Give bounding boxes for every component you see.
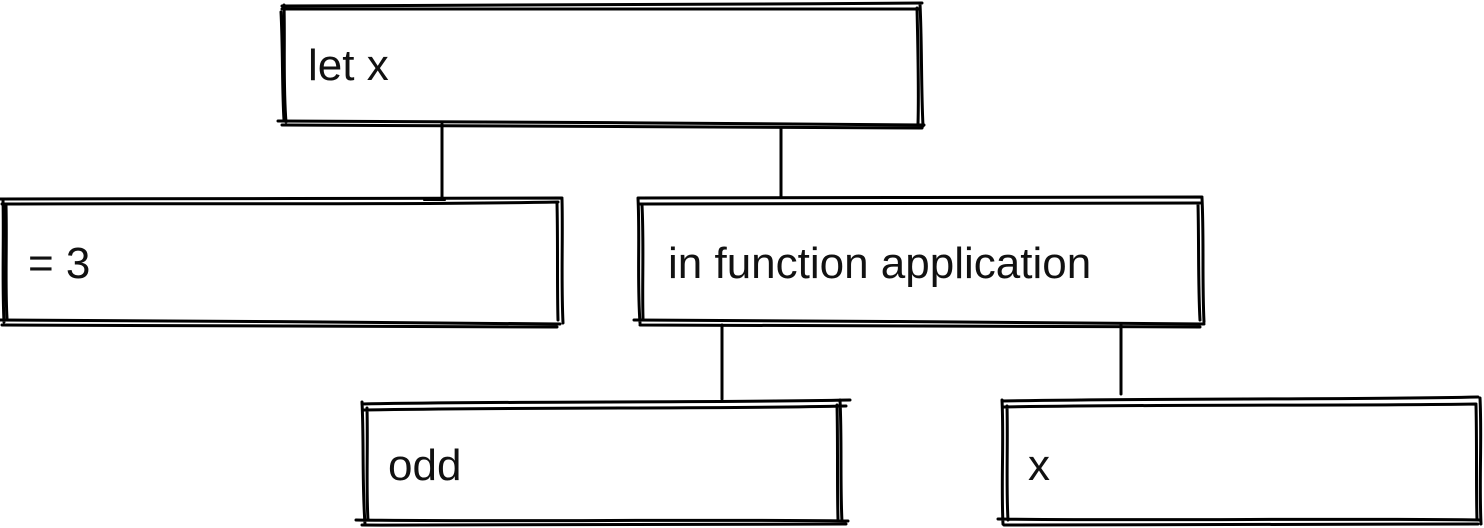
node-body: in function application bbox=[632, 195, 1206, 329]
node-argument-outline bbox=[996, 395, 1483, 527]
tree-connectors bbox=[423, 122, 1123, 401]
node-function: odd bbox=[354, 398, 852, 527]
node-function-outline bbox=[354, 398, 852, 527]
node-binding-label: = 3 bbox=[28, 239, 90, 288]
node-body-label: in function application bbox=[668, 239, 1091, 288]
node-root: let x bbox=[276, 1, 926, 130]
node-binding-outline bbox=[0, 196, 565, 329]
node-body-outline bbox=[632, 195, 1206, 329]
node-root-label: let x bbox=[308, 41, 389, 90]
node-argument: x bbox=[996, 395, 1483, 527]
node-binding: = 3 bbox=[0, 196, 565, 329]
node-root-outline bbox=[276, 1, 926, 130]
node-argument-label: x bbox=[1028, 441, 1050, 490]
node-function-label: odd bbox=[388, 441, 461, 490]
